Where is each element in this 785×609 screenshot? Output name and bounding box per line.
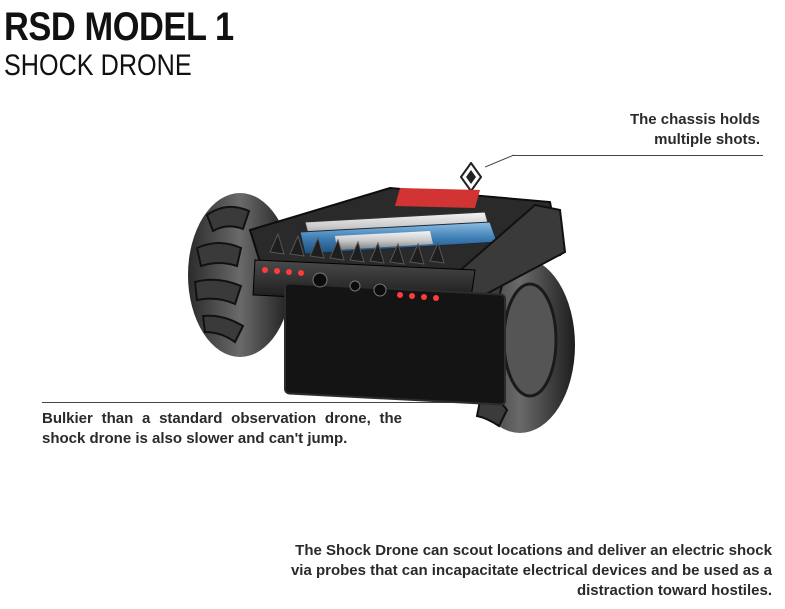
description-callout: The Shock Drone can scout locations and … <box>200 541 772 601</box>
chassis-leader-diagonal <box>485 154 515 168</box>
front-body <box>252 259 506 406</box>
chassis-callout-line2: multiple shots. <box>654 131 760 148</box>
red-leds <box>262 267 439 301</box>
description-line1: The Shock Drone can scout locations and … <box>295 542 772 559</box>
camera-lenses <box>312 272 387 297</box>
bulk-leader-line <box>42 402 472 403</box>
description-line2: via probes that can incapacitate electri… <box>290 562 772 579</box>
description-line3: distraction toward hostiles. <box>576 582 772 599</box>
page-subtitle: SHOCK DRONE <box>4 49 192 82</box>
chassis-vents <box>269 232 445 265</box>
bulk-callout: Bulkier than a standard observation dron… <box>42 410 402 447</box>
shock-drone-image <box>188 186 575 433</box>
page-title: RSD MODEL 1 <box>4 5 234 49</box>
chassis-callout: The chassis holds multiple shots. <box>560 110 760 150</box>
chassis-callout-line1: The chassis holds <box>629 111 760 128</box>
title-block: RSD MODEL 1 SHOCK DRONE <box>4 6 271 82</box>
chassis-leader-line <box>513 155 763 156</box>
